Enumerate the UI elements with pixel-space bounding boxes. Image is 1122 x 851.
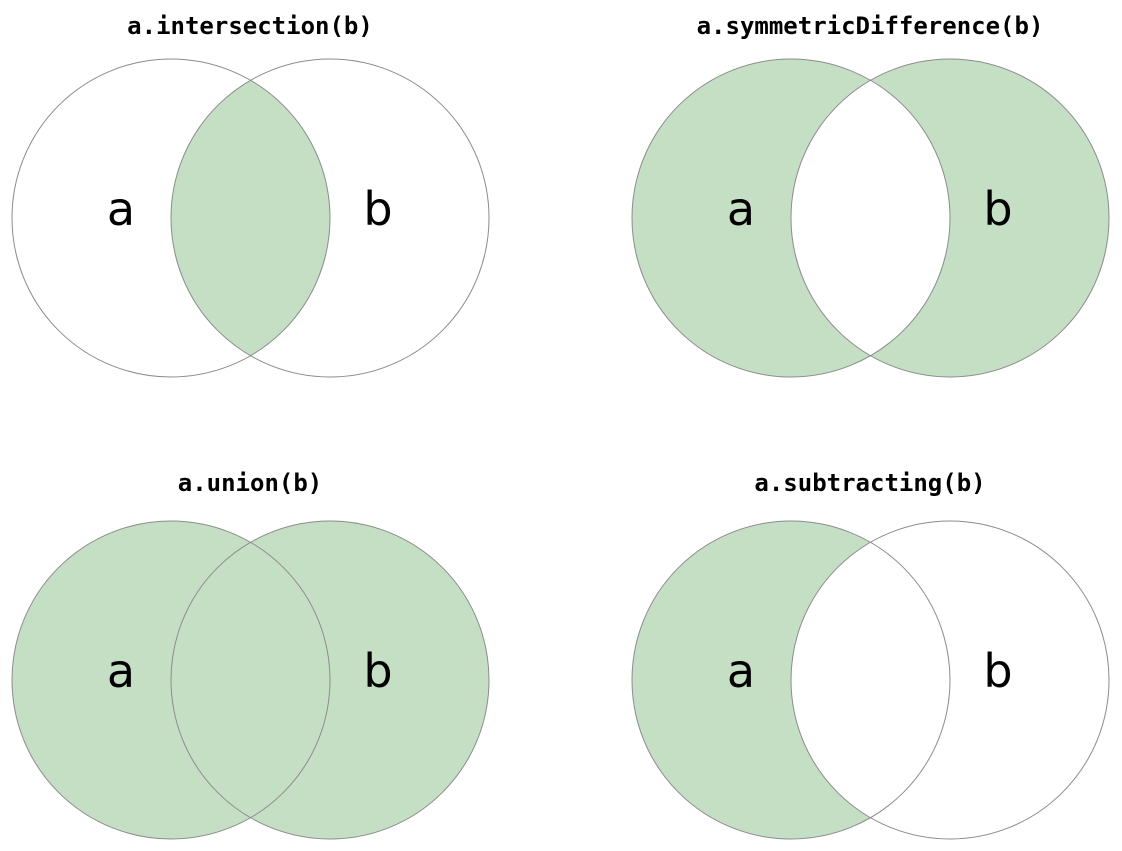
set-label-b: b [363,644,392,698]
venn-diagram-union: a.union(b) a b [11,469,490,840]
set-label-b: b [983,182,1012,236]
circle-b-outline [790,520,1110,840]
venn-diagram-intersection: a.intersection(b) a b [11,12,490,378]
venn-diagram-symmetric-difference: a.symmetricDifference(b) a b [631,12,1110,378]
circle-b-outline [170,58,490,378]
set-label-a: a [727,644,755,698]
diagram-title: a.symmetricDifference(b) [697,12,1044,40]
overlap-region [791,521,950,839]
set-label-b: b [363,182,392,236]
set-label-a: a [107,182,135,236]
diagram-title: a.union(b) [178,469,323,497]
circle-b-outline [170,520,490,840]
circle-a-outline [11,58,331,378]
overlap-region [171,59,330,377]
venn-diagram-subtracting: a.subtracting(b) a b [631,469,1110,840]
overlap-region [171,521,330,839]
circle-a-outline [11,520,331,840]
diagram-title: a.subtracting(b) [754,469,985,497]
diagram-title: a.intersection(b) [127,12,373,40]
circle-a-outline [631,520,951,840]
set-label-a: a [727,182,755,236]
circle-a-outline [631,58,951,378]
overlap-region [791,59,950,377]
set-label-a: a [107,644,135,698]
set-label-b: b [983,644,1012,698]
circle-b-outline [790,58,1110,378]
